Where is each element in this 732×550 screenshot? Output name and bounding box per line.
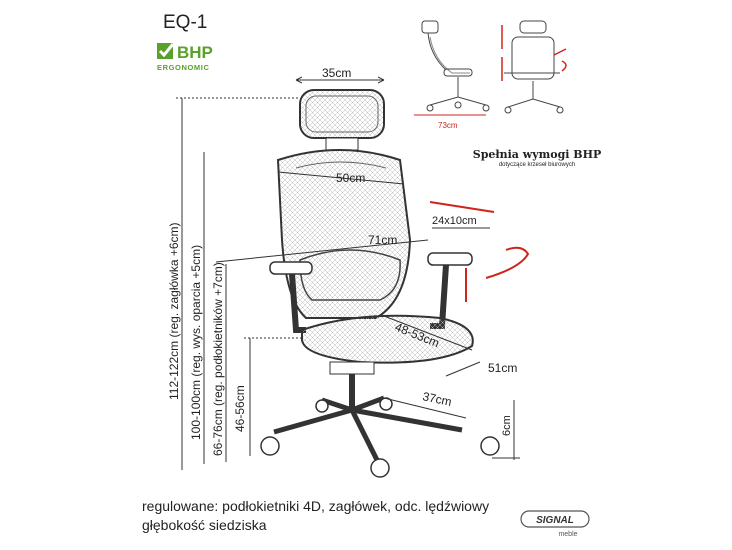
adjustments-caption: regulowane: podłokietniki 4D, zagłówek, … bbox=[142, 497, 542, 535]
armrest-pad-label: 24x10cm bbox=[432, 215, 477, 227]
seat-height-label: 46-56cm bbox=[233, 385, 247, 432]
base-leg bbox=[349, 408, 381, 464]
chair-base bbox=[273, 374, 463, 464]
armrest-slide-arrow bbox=[429, 201, 495, 213]
side-seat-shape bbox=[443, 68, 473, 77]
rear-base bbox=[507, 98, 561, 108]
rear-backrest-shape bbox=[511, 36, 555, 80]
rear-headrest-shape bbox=[519, 20, 547, 34]
casters bbox=[260, 397, 500, 478]
headrest bbox=[299, 89, 385, 151]
lumbar-support bbox=[299, 249, 401, 301]
side-wheel bbox=[454, 101, 462, 109]
caster-wheel bbox=[370, 458, 390, 478]
backrest-height-label: 100-100cm (reg. wys. oparcia +5cm) bbox=[189, 245, 203, 440]
side-back-frame bbox=[429, 36, 470, 74]
side-headrest-shape bbox=[421, 20, 439, 34]
brand-subname: meble bbox=[558, 531, 577, 538]
caster-wheel bbox=[480, 436, 500, 456]
caption-line-2: głębokość siedziska bbox=[142, 517, 267, 533]
backrest-shape bbox=[276, 149, 412, 319]
seat bbox=[301, 314, 474, 375]
side-depth-label: 73cm bbox=[438, 121, 458, 130]
wheel-height-label: 6cm bbox=[501, 415, 513, 436]
bhp-ergonomic-logo: BHP ERGONOMIC bbox=[157, 43, 213, 72]
bhp-badge-text: BHP bbox=[177, 43, 213, 62]
model-name: EQ-1 bbox=[163, 12, 208, 33]
side-wheel bbox=[482, 104, 490, 112]
seat-width-label: 51cm bbox=[488, 361, 517, 375]
armrest-rotate-arrow bbox=[485, 246, 530, 279]
seat-depth-line bbox=[383, 315, 473, 351]
side-wheel bbox=[426, 104, 434, 112]
arm-swivel-arrow bbox=[553, 48, 567, 56]
arm-rotate-arrow bbox=[561, 60, 567, 72]
right-armrest-pad bbox=[427, 252, 473, 266]
base-leg bbox=[273, 407, 353, 435]
caster-wheel bbox=[315, 399, 329, 413]
headrest-inner bbox=[305, 95, 379, 133]
armrest-span-line bbox=[215, 239, 429, 263]
left-armrest-pad bbox=[269, 261, 313, 275]
seat-mechanism bbox=[329, 361, 375, 375]
bhp-badge-subtext: ERGONOMIC bbox=[157, 63, 209, 72]
base-leg bbox=[351, 395, 385, 413]
total-height-label: 112-122cm (reg. zagłówka +6cm) bbox=[167, 222, 181, 400]
side-view-chair-diagram: 73cm bbox=[414, 20, 490, 130]
seat-shape bbox=[301, 314, 474, 364]
side-base bbox=[429, 96, 487, 106]
caption-line-1: regulowane: podłokietniki 4D, zagłówek, … bbox=[142, 498, 490, 514]
base-radius-line bbox=[383, 397, 467, 419]
backrest-top-contour bbox=[295, 161, 387, 169]
signal-brand-logo: SIGNAL meble bbox=[520, 510, 590, 538]
headrest-shape bbox=[299, 89, 385, 139]
caster-wheel bbox=[260, 436, 280, 456]
headrest-width-label: 35cm bbox=[322, 66, 351, 80]
brand-name: SIGNAL bbox=[536, 515, 574, 526]
armrest-span-label: 71cm bbox=[368, 233, 397, 247]
headrest-bracket bbox=[325, 137, 359, 151]
side-backrest-shape bbox=[427, 32, 447, 71]
check-icon bbox=[158, 43, 175, 58]
backrest-width-line bbox=[277, 171, 405, 185]
bhp-note-subtitle: dotyczące krzeseł biurowych bbox=[498, 162, 576, 168]
rear-wheel bbox=[504, 106, 512, 114]
left-armrest bbox=[269, 261, 313, 333]
base-leg bbox=[351, 407, 463, 433]
seat-width-line bbox=[445, 361, 481, 377]
rear-view-chair-diagram bbox=[501, 20, 567, 114]
base-radius-label: 37cm bbox=[421, 389, 453, 409]
arrowheads bbox=[295, 76, 385, 84]
backrest bbox=[276, 149, 412, 319]
bhp-note-title: Spełnia wymogi BHP bbox=[472, 148, 602, 161]
front-view-chair-diagram: 35cm 50cm 71cm 24x10cm 48-53cm 51cm 37cm… bbox=[167, 66, 530, 478]
bhp-compliance-note: Spełnia wymogi BHP dotyczące krzeseł biu… bbox=[462, 148, 612, 168]
rear-wheel bbox=[556, 106, 564, 114]
backrest-width-label: 50cm bbox=[336, 171, 365, 185]
armrest-height-label: 66-76cm (reg. podłokietników +7cm) bbox=[211, 262, 225, 456]
brand-oval bbox=[520, 510, 590, 528]
